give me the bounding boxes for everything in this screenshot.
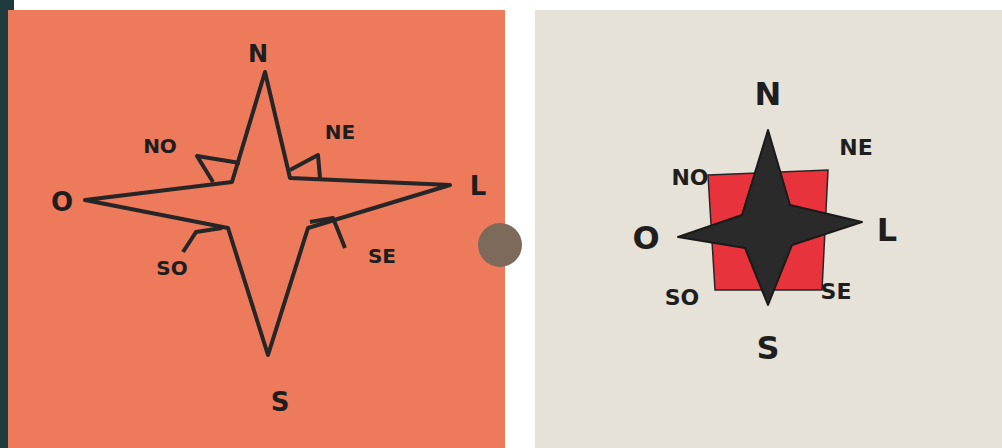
direction-label: O [51, 189, 73, 215]
direction-label: NO [143, 136, 177, 156]
ne-notch [290, 155, 320, 178]
se-notch [310, 218, 345, 248]
direction-label: SO [156, 258, 187, 278]
so-notch [183, 228, 222, 252]
direction-label: SE [821, 281, 852, 303]
direction-label: L [470, 173, 487, 199]
finger [478, 223, 522, 267]
black-star [678, 130, 862, 305]
compass-rose-left [85, 72, 450, 355]
no-notch [197, 156, 240, 182]
direction-label: SE [368, 246, 396, 266]
direction-label: NE [839, 137, 872, 159]
orange-paper [8, 10, 505, 448]
direction-label: SO [665, 287, 700, 309]
direction-label: NO [671, 167, 708, 189]
direction-label: O [632, 222, 659, 254]
white-paper [535, 10, 1002, 448]
direction-label: NE [325, 122, 355, 142]
direction-label: N [248, 42, 268, 66]
compass-rose-right [678, 130, 862, 305]
direction-label: S [271, 389, 290, 415]
star-outline [85, 72, 450, 355]
direction-label: S [756, 332, 779, 364]
direction-label: L [877, 214, 897, 246]
direction-label: N [755, 78, 782, 110]
